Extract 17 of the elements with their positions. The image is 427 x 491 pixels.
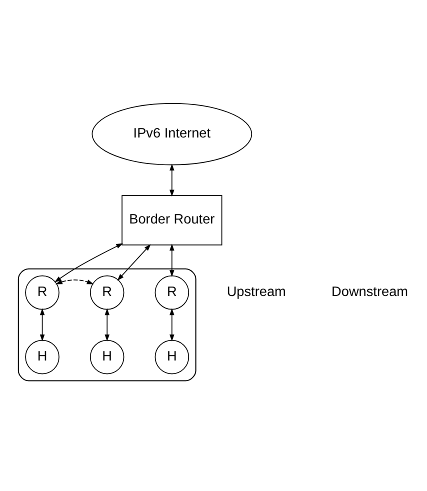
- node-circle: H: [154, 340, 190, 374]
- arrow: [170, 244, 174, 277]
- node-circle: R: [25, 275, 60, 310]
- node-circle: H: [25, 340, 60, 374]
- node-circle: H: [90, 340, 124, 374]
- arrow: [56, 279, 94, 284]
- node-circle: R: [154, 275, 190, 310]
- arrow: [170, 164, 174, 197]
- arrow: [40, 308, 45, 342]
- node-box: Border Router: [122, 195, 222, 246]
- arrow: [104, 308, 110, 342]
- label: Upstream: [226, 284, 286, 299]
- arrow: [117, 244, 151, 281]
- arrow: [170, 308, 174, 342]
- node-ellipse: IPv6 Internet: [92, 102, 252, 166]
- label: Downstream: [332, 284, 408, 299]
- arrow: [54, 243, 124, 282]
